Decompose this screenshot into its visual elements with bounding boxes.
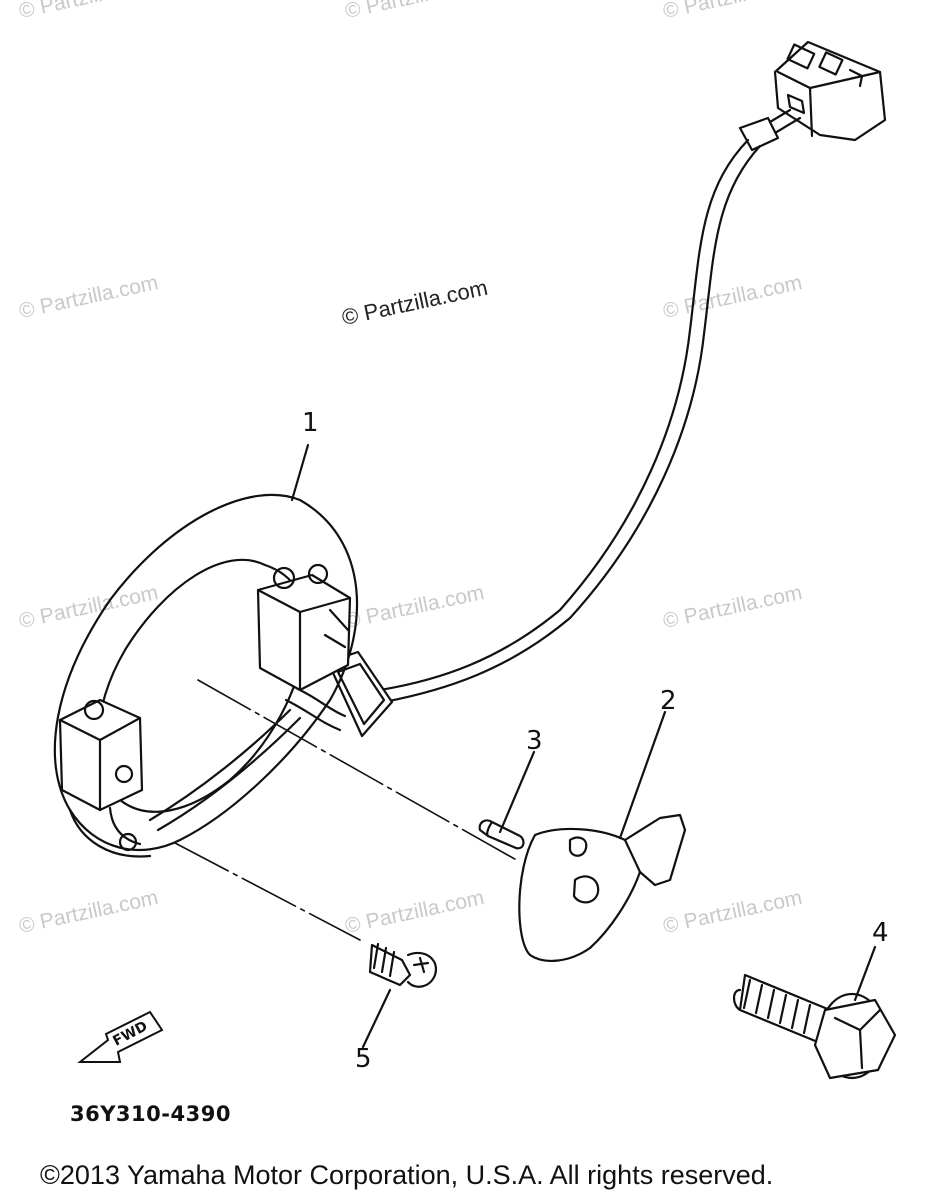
copyright-footer: ©2013 Yamaha Motor Corporation, U.S.A. A… [40, 1160, 774, 1190]
upper-pickup-coil [256, 563, 352, 692]
callout-4: 4 [872, 918, 889, 948]
callout-3: 3 [526, 726, 543, 756]
callout-2: 2 [660, 686, 677, 716]
diagram-code: 36Y310-4390 [70, 1102, 231, 1126]
fwd-arrow-icon [77, 1010, 164, 1063]
connector-plug [758, 40, 887, 142]
part-2-lever-plate [518, 813, 687, 962]
lower-pickup-coil [58, 698, 144, 852]
part-3-pin [478, 819, 525, 850]
part-4-flange-bolt [732, 973, 897, 1080]
part-5-screw [368, 942, 438, 988]
callout-5: 5 [355, 1044, 372, 1074]
callout-1: 1 [302, 408, 319, 438]
